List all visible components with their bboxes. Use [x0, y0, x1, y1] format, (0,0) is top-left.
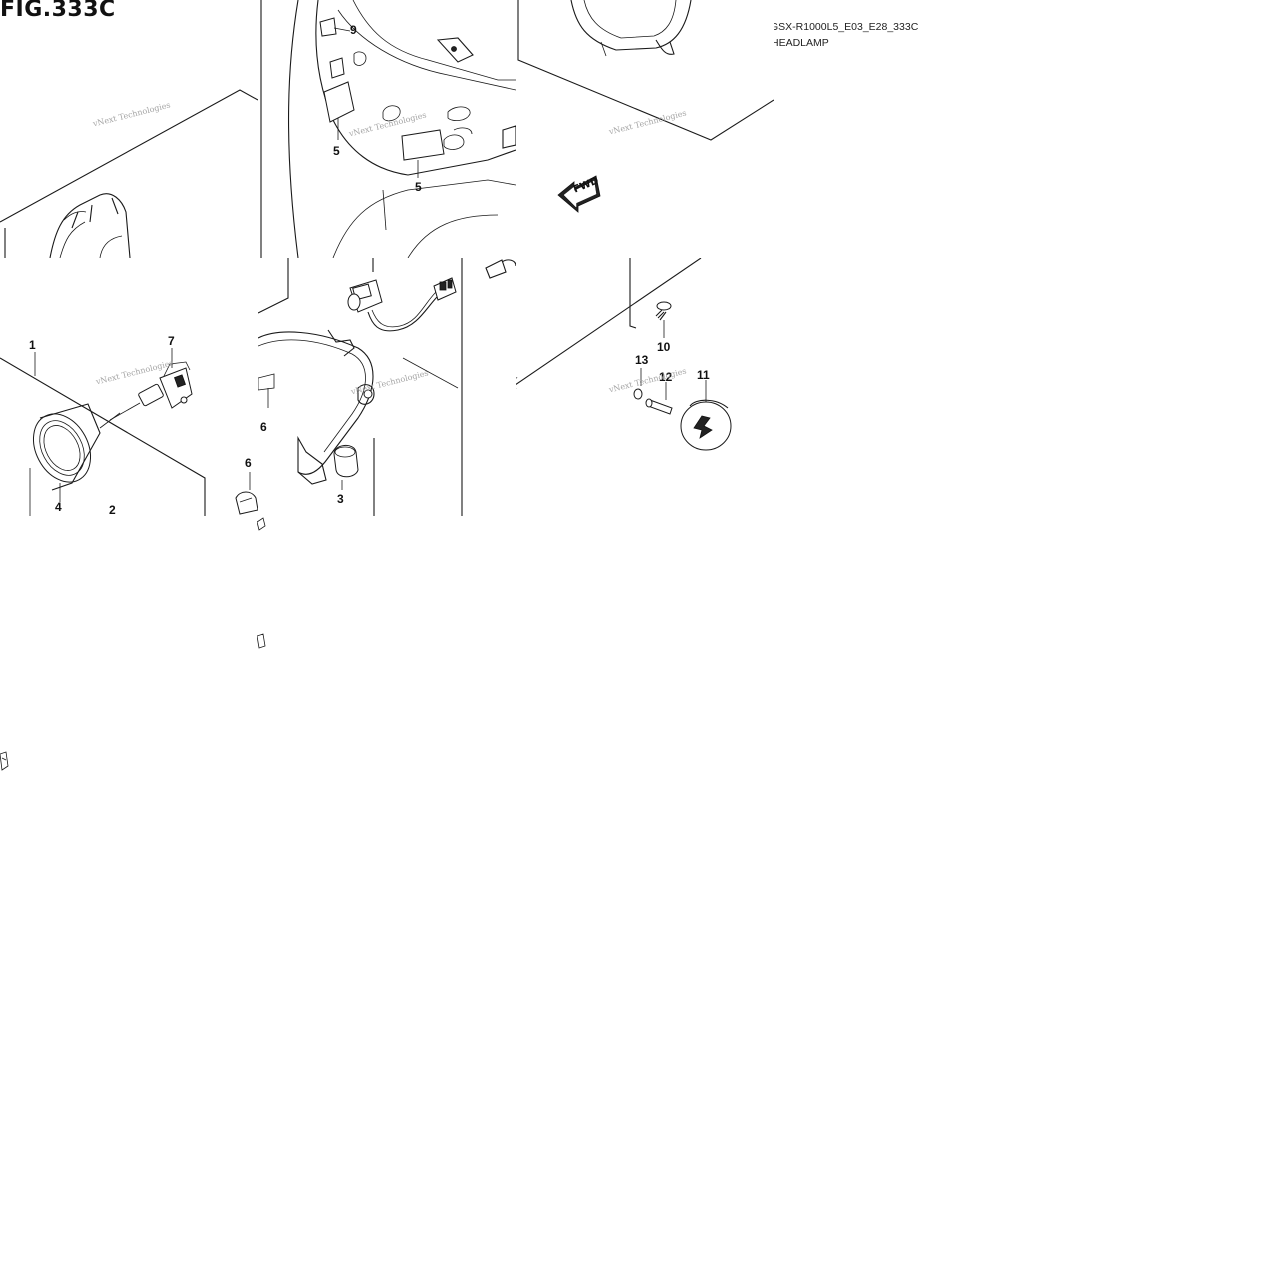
- wire-coupler: [433, 277, 457, 301]
- fragment-clip-drawing: [0, 751, 9, 771]
- position-lamp-drawing: [516, 258, 732, 451]
- spacer-bolt: [645, 398, 673, 415]
- callout-1: 1: [29, 338, 36, 352]
- cowling-inner-drawing: [260, 0, 516, 258]
- fragment-connector-drawing: [257, 517, 266, 649]
- callout-6: 9: [350, 23, 357, 37]
- fragment-connector: [257, 516, 267, 656]
- figure-code: GSX-R1000L5_E03_E28_333C: [774, 21, 919, 33]
- callout-6: 6: [260, 420, 267, 434]
- headlight-bulb: [138, 361, 193, 409]
- callout-10: 10: [657, 340, 671, 354]
- callout-2: 2: [109, 503, 116, 516]
- seal-ring: [32, 403, 101, 491]
- washer: [633, 388, 643, 400]
- bulb-socket-drawing: [0, 348, 206, 516]
- callout-3: 3: [337, 492, 344, 506]
- figure-title: FIG.333C: [0, 0, 116, 22]
- fragment-clip: [0, 750, 10, 774]
- callout-5: 5: [333, 144, 340, 158]
- callout-12: 12: [659, 370, 673, 384]
- screw: [655, 301, 672, 321]
- diagram-tile-wiring: 6 3 vNext Technologies: [258, 258, 516, 516]
- diagram-tile-cowling-inner: 9 5 5 vNext Technologies: [258, 0, 516, 258]
- fwd-arrow-icon: [557, 175, 601, 213]
- section-title: HEADLAMP: [774, 37, 829, 49]
- diagram-tile-legend: GSX-R1000L5_E03_E28_333C HEADLAMP: [774, 0, 1032, 258]
- position-lamp-lens: [680, 399, 732, 451]
- callout-7: 7: [168, 334, 175, 348]
- bulb-socket-connector: [347, 279, 383, 313]
- headlamp-front-drawing: [517, 0, 774, 213]
- callout-11: 11: [697, 368, 710, 382]
- diagram-tile-headlamp-front: FWD vNext Technologies: [516, 0, 774, 258]
- callout-13: 13: [635, 353, 649, 367]
- callout-4: 4: [55, 500, 62, 514]
- diagram-tile-position-lamp: 8 10 13 12 11 vNext Technologies: [516, 258, 774, 516]
- callout-5: 5: [415, 180, 422, 194]
- housing-rear-drawing: [0, 89, 258, 258]
- diagram-tile-bulb-socket: 1 7 4 2 vNext Technologies: [0, 258, 258, 516]
- diagram-tile-headlamp-housing-rear: FIG.333C vNext Technologies: [0, 0, 258, 258]
- wiring-drawing: [258, 258, 516, 516]
